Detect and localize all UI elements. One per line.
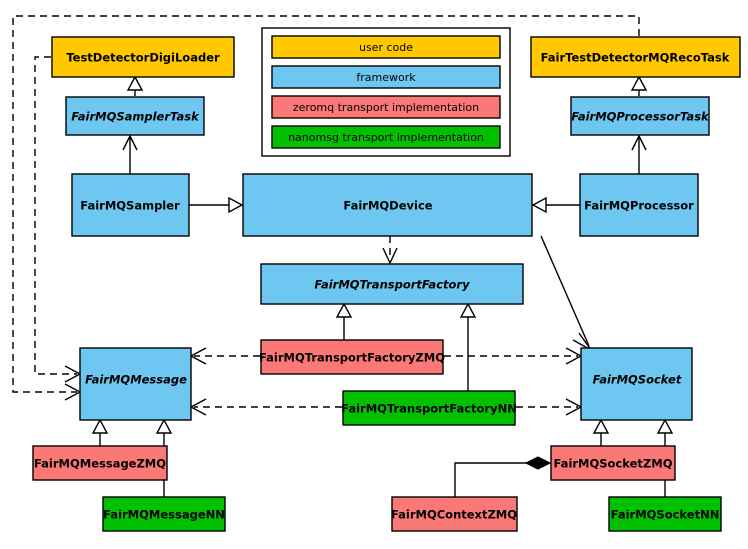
node-label-fairmqsocketzmq: FairMQSocketZMQ — [554, 457, 673, 471]
edge-contextzmq-socketzmq — [454, 456, 552, 497]
node-label-fairmqcontextzmq: FairMQContextZMQ — [391, 508, 517, 522]
node-fairmqtransportfactory[interactable]: FairMQTransportFactory — [260, 263, 524, 305]
node-fairmqtransportfactorynn[interactable]: FairMQTransportFactoryNN — [341, 390, 517, 426]
legend-label-zeromq: zeromq transport implementation — [293, 101, 479, 114]
node-fairtestdetectormqrecotask[interactable]: FairTestDetectorMQRecoTask — [530, 36, 741, 78]
edge-tfnn-socket — [516, 398, 583, 416]
node-fairmqsocketnn[interactable]: FairMQSocketNN — [608, 496, 722, 532]
edge-digiloader-samplertask — [126, 75, 144, 96]
edge-processor-device — [531, 196, 580, 214]
node-label-fairmqprocessortask: FairMQProcessorTask — [571, 110, 710, 124]
node-label-fairmqmessage: FairMQMessage — [85, 373, 187, 387]
node-fairmqsocketzmq[interactable]: FairMQSocketZMQ — [550, 445, 676, 481]
node-label-fairmqtransportfactory: FairMQTransportFactory — [314, 278, 470, 292]
node-label-fairmqsocketnn: FairMQSocketNN — [611, 508, 720, 522]
node-label-fairtestdetectormqrecotask: FairTestDetectorMQRecoTask — [541, 51, 730, 65]
node-testdetectordigiloader[interactable]: TestDetectorDigiLoader — [51, 36, 235, 78]
edge-recotask-processortask — [630, 75, 648, 96]
node-label-fairmqsamplertask: FairMQSamplerTask — [71, 110, 200, 124]
edge-device-transportfactory — [382, 236, 398, 265]
node-fairmqsamplertask[interactable]: FairMQSamplerTask — [65, 96, 205, 136]
node-label-fairmqmessagenn: FairMQMessageNN — [103, 508, 225, 522]
legend-label-user-code: user code — [359, 41, 413, 54]
node-label-fairmqtransportfactoryzmq: FairMQTransportFactoryZMQ — [259, 351, 445, 365]
edge-processor-processortask — [631, 134, 647, 174]
node-fairmqdevice[interactable]: FairMQDevice — [242, 173, 533, 237]
node-label-fairmqtransportfactorynn: FairMQTransportFactoryNN — [341, 402, 517, 416]
legend-swatch-user-code — [271, 35, 501, 59]
node-fairmqmessagezmq[interactable]: FairMQMessageZMQ — [32, 445, 168, 481]
edge-socketzmq-socket — [592, 418, 610, 446]
edge-sampler-device — [189, 196, 244, 214]
legend: user code framework zeromq transport imp… — [261, 27, 511, 157]
legend-label-nanomsg: nanomsg transport implementation — [288, 131, 484, 144]
node-layer: TestDetectorDigiLoader FairTestDetectorM… — [32, 36, 741, 532]
edge-tfnn-message — [189, 398, 342, 416]
node-fairmqtransportfactoryzmq[interactable]: FairMQTransportFactoryZMQ — [259, 339, 445, 375]
legend-swatch-nanomsg — [271, 125, 501, 149]
edge-messagezmq-message — [91, 418, 109, 446]
node-label-fairmqdevice: FairMQDevice — [343, 199, 432, 213]
edge-device-socket — [540, 235, 592, 351]
legend-swatch-zeromq — [271, 95, 501, 119]
node-fairmqmessagenn[interactable]: FairMQMessageNN — [102, 496, 226, 532]
node-label-fairmqmessagezmq: FairMQMessageZMQ — [34, 457, 166, 471]
edge-tfzmq-message — [189, 347, 260, 365]
node-fairmqsocket[interactable]: FairMQSocket — [580, 347, 693, 421]
edge-tfzmq-socket — [444, 347, 583, 365]
node-fairmqprocessortask[interactable]: FairMQProcessorTask — [570, 96, 710, 136]
node-label-fairmqprocessor: FairMQProcessor — [584, 199, 694, 213]
edge-sampler-samplertask — [122, 134, 138, 174]
edge-tfzmq-transportfactory — [335, 302, 353, 340]
legend-swatch-framework — [271, 65, 501, 89]
node-label-testdetectordigiloader: TestDetectorDigiLoader — [66, 51, 220, 65]
node-fairmqprocessor[interactable]: FairMQProcessor — [579, 173, 699, 237]
edge-tfnn-transportfactory — [459, 302, 477, 391]
node-label-fairmqsocket: FairMQSocket — [593, 373, 682, 387]
node-fairmqcontextzmq[interactable]: FairMQContextZMQ — [391, 496, 518, 532]
legend-label-framework: framework — [356, 71, 416, 84]
node-fairmqmessage[interactable]: FairMQMessage — [79, 347, 192, 421]
node-fairmqsampler[interactable]: FairMQSampler — [71, 173, 190, 237]
node-label-fairmqsampler: FairMQSampler — [80, 199, 180, 213]
